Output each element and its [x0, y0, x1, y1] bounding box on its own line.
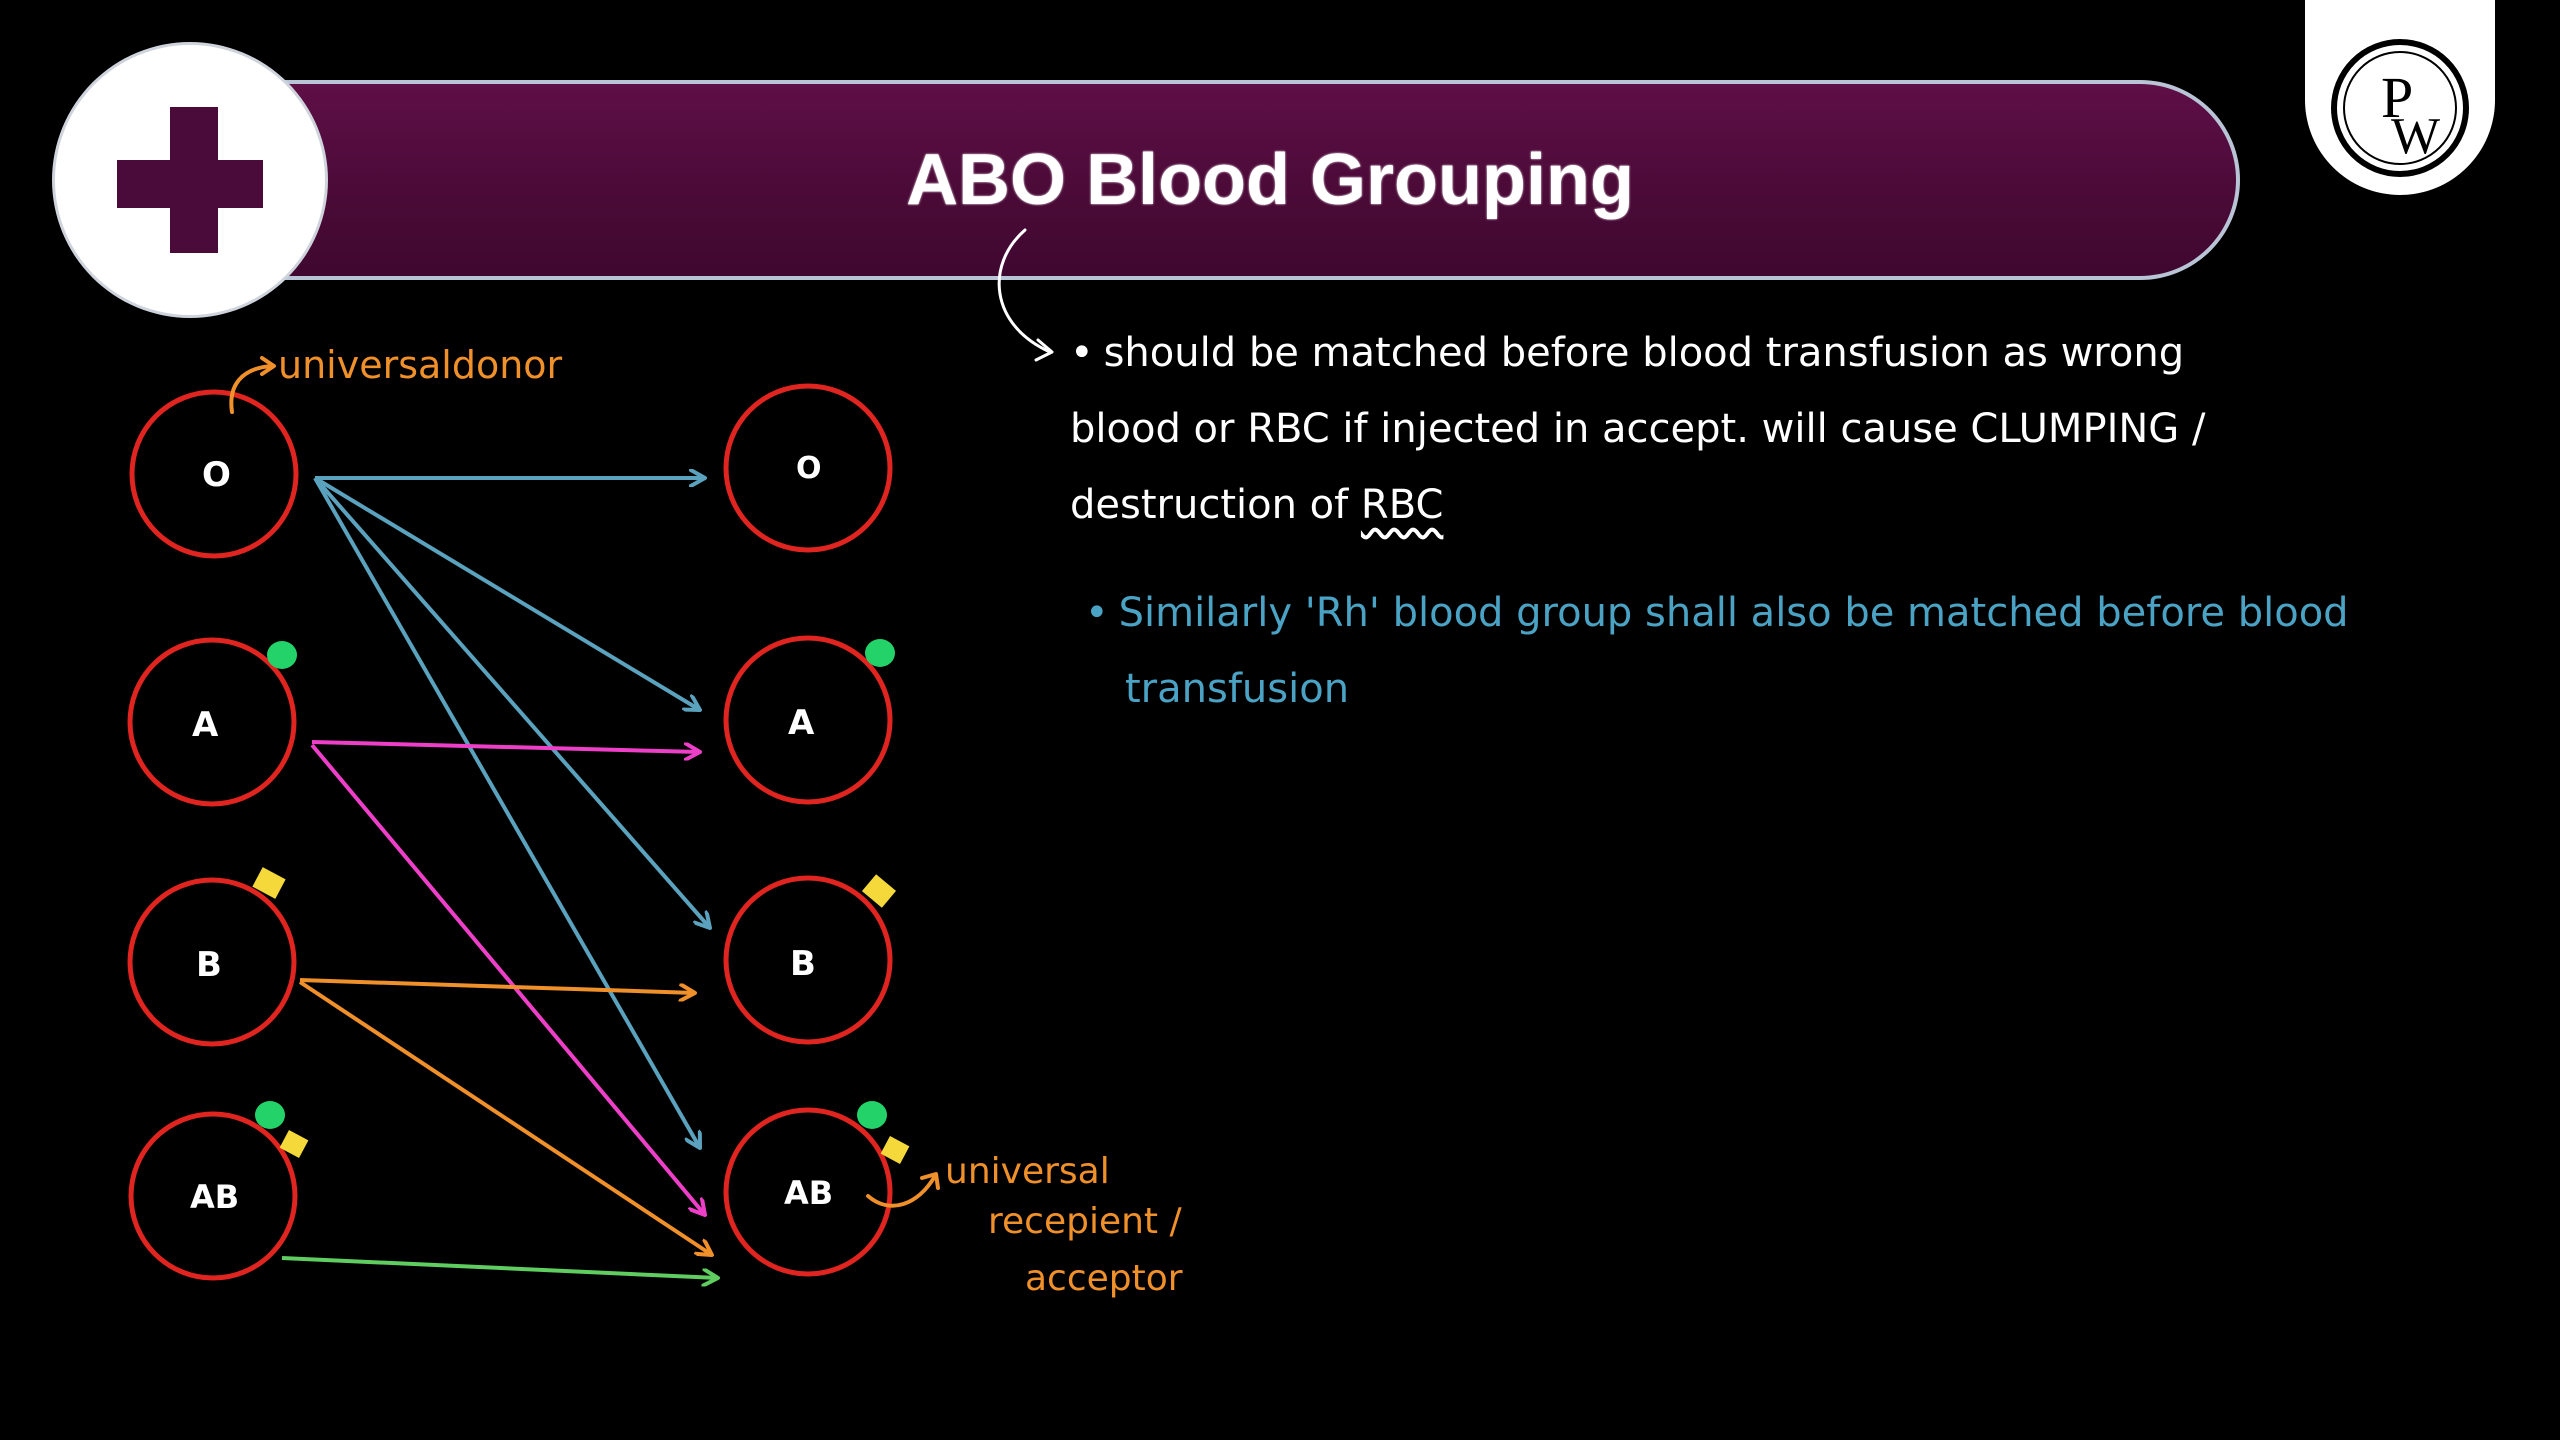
recipient-cell-ab: AB	[723, 1101, 910, 1277]
donor-cell-ab: AB	[128, 1101, 309, 1281]
bullet-icon: •	[1070, 330, 1094, 376]
donor-label-ab: AB	[190, 1178, 239, 1216]
recipient-cell-o: O	[723, 383, 893, 553]
logo-letter-p: P	[2381, 65, 2413, 130]
universal-recipient-label-1: universal	[945, 1151, 1110, 1192]
bullet-icon: •	[1085, 590, 1109, 636]
arrow-o-to-ab	[313, 477, 700, 1148]
note-matching-requirement: •should be matched before blood transfus…	[1070, 315, 2490, 543]
antigen-a-marker	[255, 1101, 285, 1129]
arrow-a-to-ab	[310, 743, 705, 1215]
note-1-line-2: blood or RBC if injected in accept. will…	[1070, 406, 2206, 452]
medical-cross-icon	[55, 45, 325, 315]
rbc-emphasis: RBC	[1360, 482, 1444, 528]
antigen-b-marker	[880, 1136, 910, 1164]
antigen-a-marker	[857, 1101, 887, 1129]
note-1-line-3: destruction of RBC	[1070, 482, 1444, 528]
arrow-b-to-b	[299, 978, 695, 993]
recipient-label-b: B	[790, 944, 816, 984]
donor-label-a: A	[192, 705, 219, 745]
note-1-line-1: •should be matched before blood transfus…	[1070, 315, 2490, 391]
antigen-a-marker	[865, 639, 895, 667]
antigen-a-marker	[267, 641, 297, 669]
arrow-o-to-b	[313, 476, 710, 928]
recipient-label-a: A	[788, 703, 815, 743]
donor-cell-b: B	[127, 867, 297, 1047]
arrow-ab-to-ab	[281, 1256, 718, 1278]
donor-label-b: B	[196, 945, 222, 985]
antigen-b-marker	[861, 874, 897, 908]
blood-transfusion-diagram: O A B AB O A B AB universaldonor	[127, 228, 1183, 1299]
title-pointer-arrow	[997, 228, 1052, 354]
recipient-label-o: O	[796, 451, 822, 486]
title-banner	[250, 80, 2240, 280]
page-title: ABO Blood Grouping	[906, 140, 1634, 220]
arrow-b-to-ab	[298, 980, 712, 1255]
arrow-o-to-a	[313, 476, 700, 710]
recipient-cell-a: A	[723, 635, 895, 805]
note-2-line-1: •Similarly 'Rh' blood group shall also b…	[1085, 575, 2485, 651]
antigen-b-marker	[279, 1130, 309, 1158]
arrow-a-to-a	[311, 740, 700, 752]
logo-letter-w: W	[2391, 108, 2440, 165]
donor-label-o: O	[202, 455, 231, 495]
recipient-cell-b: B	[723, 874, 897, 1045]
note-rh-matching: •Similarly 'Rh' blood group shall also b…	[1085, 575, 2485, 727]
universal-donor-pointer	[229, 364, 274, 414]
pw-logo: P W	[2305, 0, 2495, 195]
universal-recipient-pointer	[866, 1174, 937, 1208]
donor-cell-a: A	[127, 637, 297, 807]
universal-donor-label: universaldonor	[278, 343, 563, 387]
universal-recipient-label-3: acceptor	[1025, 1258, 1183, 1299]
recipient-label-ab: AB	[784, 1174, 833, 1212]
universal-recipient-label-2: recepient /	[988, 1201, 1182, 1242]
note-2-line-2: transfusion	[1125, 666, 1350, 712]
antigen-b-marker	[252, 867, 286, 899]
donor-cell-o: O	[129, 389, 299, 559]
